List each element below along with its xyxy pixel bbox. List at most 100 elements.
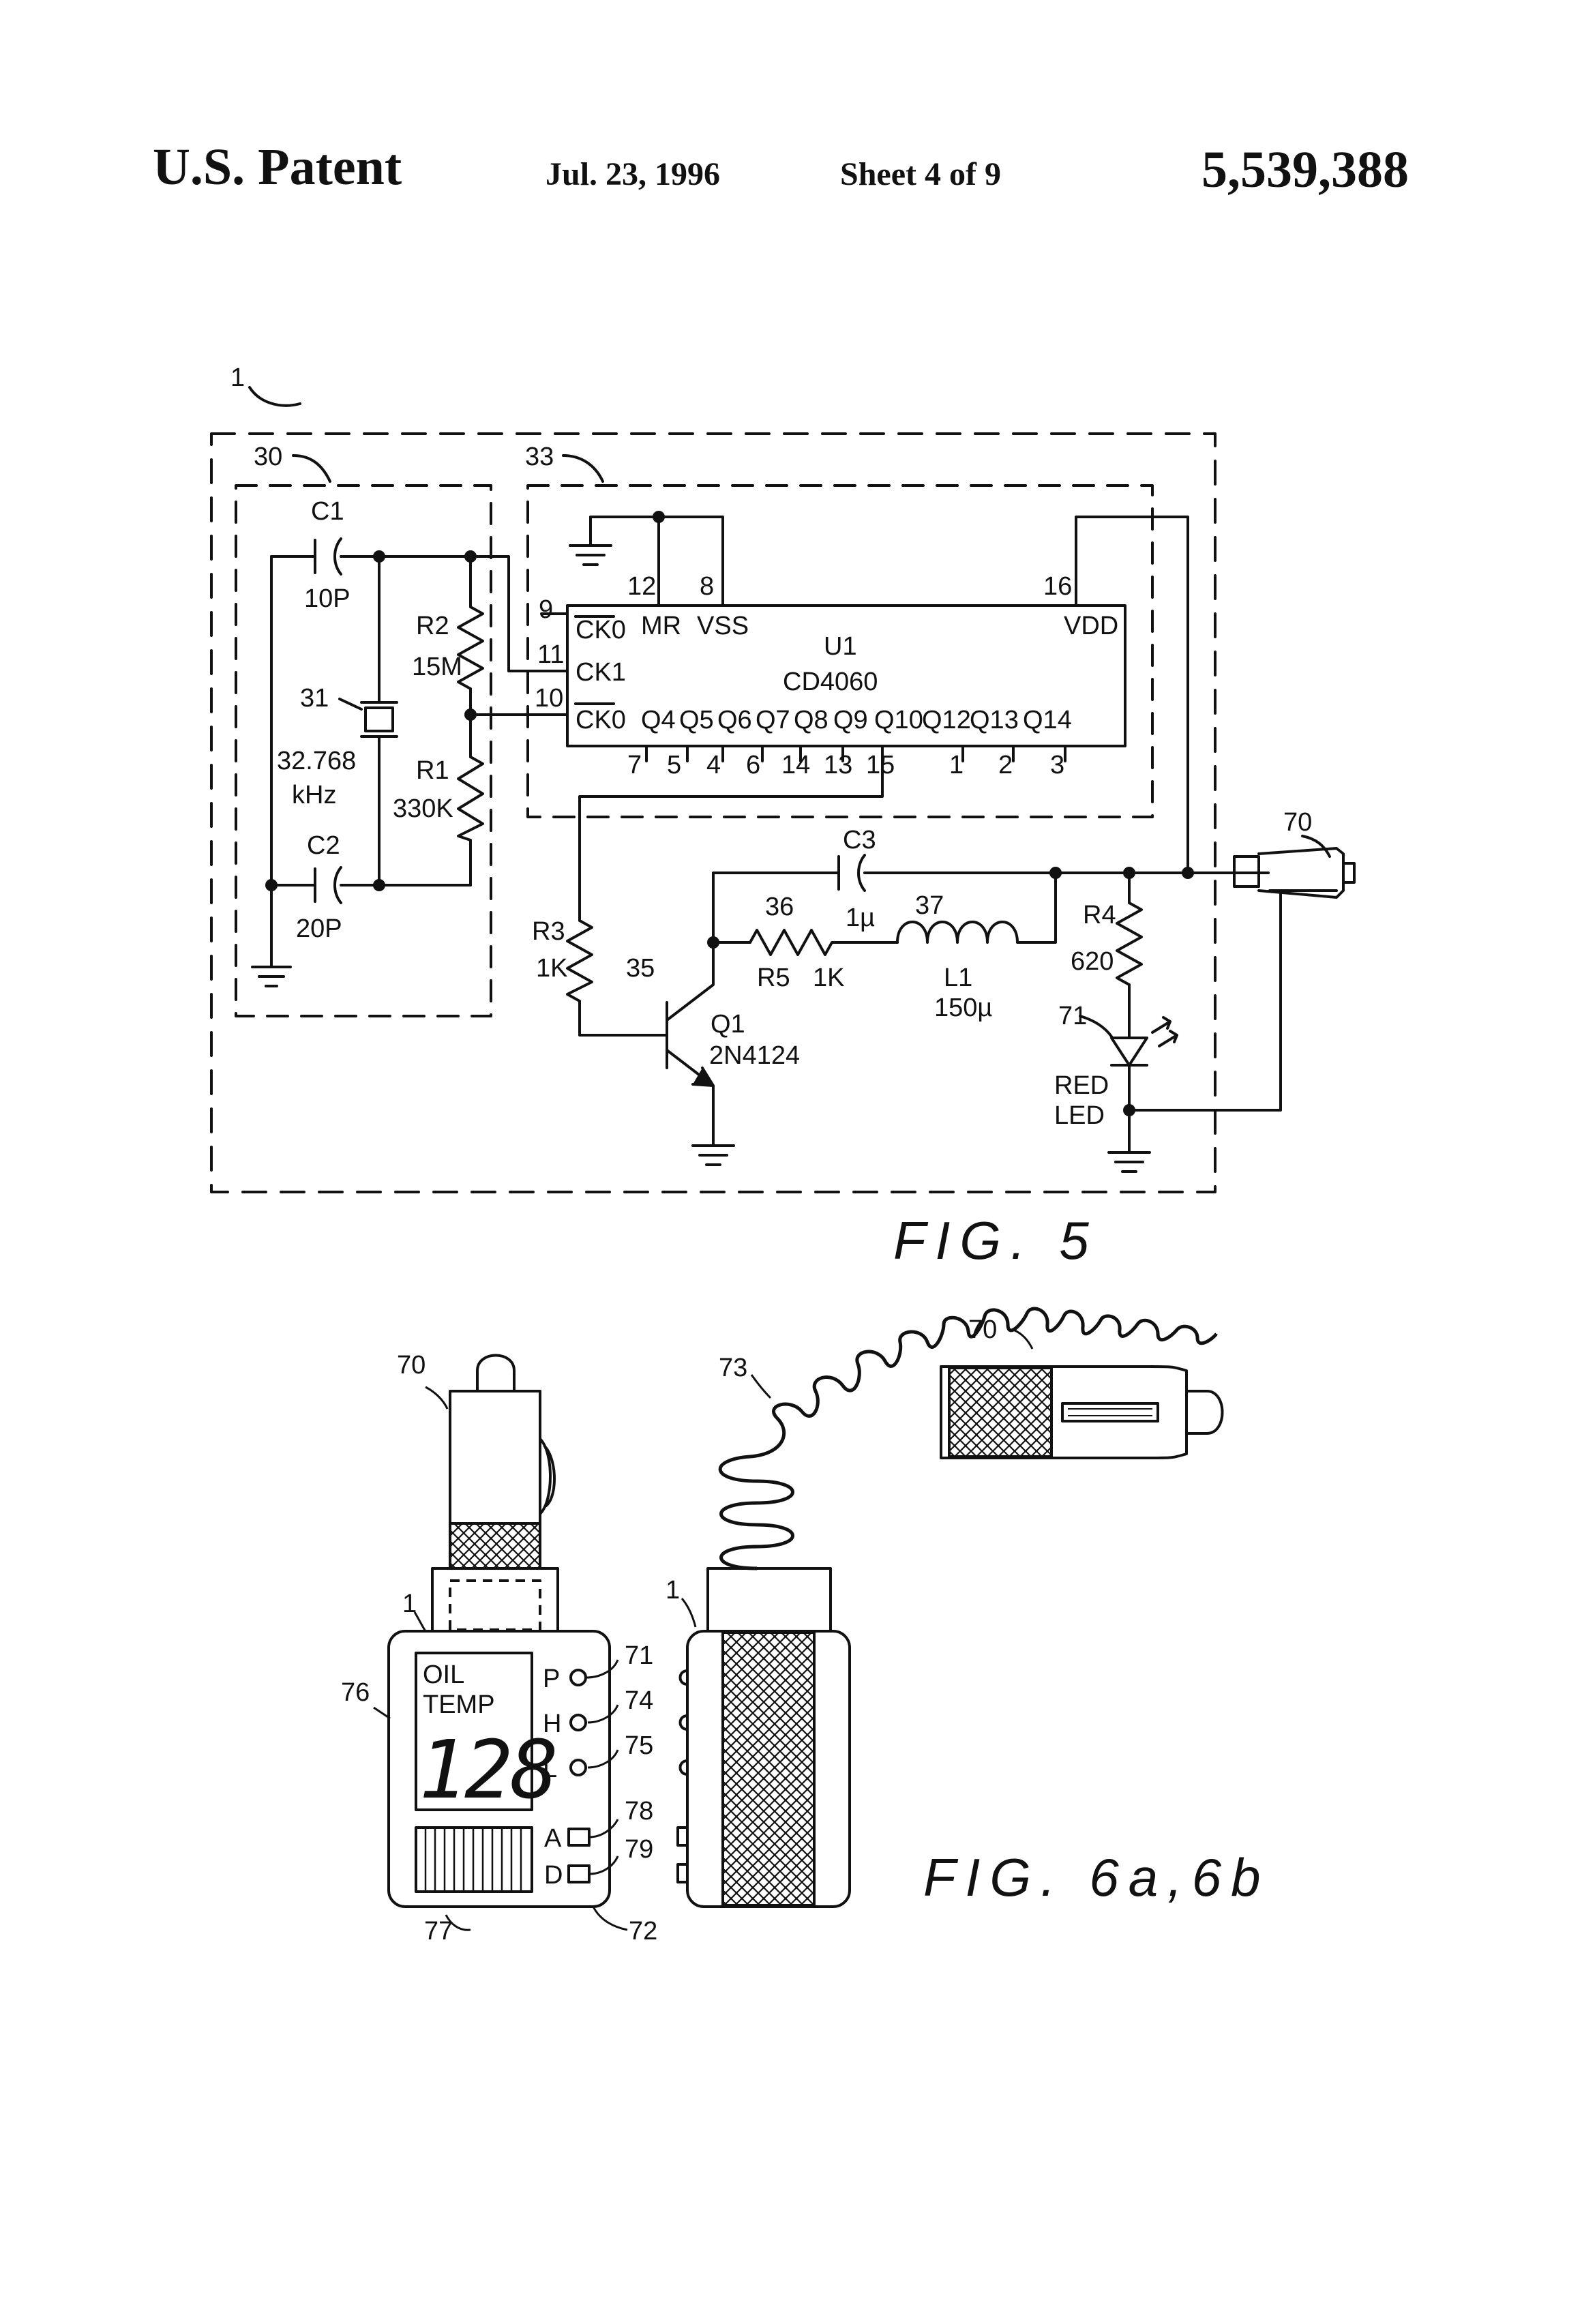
fig6a-device [373, 1354, 628, 1931]
ic-output-label: Q5 [679, 706, 714, 734]
button-d[interactable] [567, 1864, 591, 1883]
leaders-6a [373, 1386, 628, 1931]
ic-label-vss: VSS [697, 612, 749, 640]
plug-collar-6b [706, 1567, 832, 1633]
leader-crystal [338, 698, 363, 711]
crystal-unit: kHz [292, 781, 336, 809]
c2-plate-right [333, 866, 342, 904]
lcd-display-76 [415, 1652, 533, 1811]
ic-label-mr: MR [641, 612, 681, 640]
side-leds-6b [678, 1669, 688, 1776]
led-label-red: RED [1054, 1071, 1109, 1100]
device-enclosure [210, 432, 1217, 1193]
sheet-number: Sheet 4 of 9 [840, 156, 1001, 192]
ref-led-p: 71 [625, 1641, 653, 1670]
patent-number: 5,539,388 [1202, 141, 1409, 198]
ref-inductor-37: 37 [915, 891, 944, 920]
ic-label-ck0-bottom: CK0 [576, 706, 626, 734]
housing-6a [387, 1630, 611, 1908]
ground-ic [569, 544, 612, 566]
c1-value: 10P [304, 584, 350, 613]
leaders-6b [681, 1328, 1034, 1628]
led-label-led: LED [1054, 1101, 1105, 1130]
ref-display: 76 [341, 1678, 370, 1707]
r5-name: R5 [757, 964, 790, 992]
leader-oscillator [292, 454, 331, 483]
ground-osc [251, 966, 292, 987]
ic-bottom-pin-number: 1 [949, 751, 964, 779]
ref-transistor: 35 [626, 954, 655, 983]
ref-led-l: 75 [625, 1731, 653, 1760]
side-button-a[interactable] [676, 1826, 689, 1847]
ref-oscillator: 30 [254, 443, 282, 471]
l1-name: L1 [944, 964, 972, 992]
c3-plate-right [857, 854, 866, 892]
ic-pin-ck0-in: 9 [539, 595, 553, 624]
plug-band-6a [449, 1522, 541, 1570]
divider-enclosure [526, 484, 1154, 818]
ic-part: CD4060 [783, 668, 878, 696]
fig5-caption: FIG. 5 [893, 1210, 1099, 1270]
ref-crystal: 31 [300, 684, 329, 713]
ref-plug-6a: 70 [397, 1351, 426, 1380]
button-a-label: A [544, 1824, 562, 1853]
led-h-indicator [569, 1714, 587, 1731]
c3-value: 1µ [846, 904, 875, 932]
ref-housing: 72 [629, 1917, 657, 1946]
ic-bottom-pin-number: 6 [746, 751, 760, 779]
ic-u1-body [566, 604, 1126, 747]
side-button-d[interactable] [676, 1863, 689, 1883]
leader-plug [1301, 835, 1331, 858]
wire-ck1 [469, 555, 569, 672]
wire-r3-base [578, 1000, 668, 1037]
patent-title: U.S. Patent [153, 138, 402, 196]
ic-pin-vdd: 16 [1043, 572, 1072, 601]
transistor-q1 [666, 941, 715, 1147]
ic-output-label: Q10 [874, 706, 923, 734]
ic-bottom-pin-number: 7 [627, 751, 642, 779]
r5-value: 1K [813, 964, 844, 992]
ref-device-6a: 1 [402, 1590, 417, 1618]
ic-bottom-pin-number: 13 [824, 751, 852, 779]
c2-name: C2 [307, 831, 340, 860]
ref-button-d: 79 [625, 1835, 653, 1864]
ic-bottom-pin-number: 2 [998, 751, 1013, 779]
ref-resistor-36: 36 [765, 893, 794, 921]
led-p-indicator [569, 1669, 587, 1686]
leader-divider [562, 454, 604, 483]
indicator-h: H [543, 1710, 561, 1738]
ic-ground-wire [589, 516, 724, 607]
ground-led [1107, 1151, 1151, 1173]
r1-name: R1 [416, 756, 449, 785]
ic-pin-ck0-out: 10 [535, 684, 563, 713]
ic-pin-mr: 12 [627, 572, 656, 601]
r2-value: 15M [412, 653, 462, 681]
fig6a-labels: 70 1 76 OIL TEMP 128 P H L A D 77 71 74 … [341, 1351, 657, 1946]
q1-part: 2N4124 [709, 1041, 800, 1070]
ref-cord: 73 [719, 1354, 747, 1382]
patent-date: Jul. 23, 1996 [546, 156, 721, 192]
fig5-labels: 1 30 33 C1 10P 31 32.768 kHz C2 20P R2 1… [230, 363, 1312, 1270]
r4-value: 620 [1071, 947, 1114, 976]
ic-output-label: Q8 [794, 706, 829, 734]
ic-bottom-pin-number: 5 [667, 751, 681, 779]
ic-label-vdd: VDD [1064, 612, 1118, 640]
ic-label-ck1: CK1 [576, 658, 626, 687]
r2-name: R2 [416, 612, 449, 640]
r3-value: 1K [536, 954, 567, 983]
button-a[interactable] [567, 1828, 591, 1847]
button-d-label: D [544, 1861, 563, 1890]
plug-slot-inner [1068, 1408, 1152, 1416]
ic-bottom-pin-number: 15 [866, 751, 895, 779]
ic-pin-vss: 8 [700, 572, 714, 601]
crystal-freq: 32.768 [277, 747, 356, 775]
wire-q9 [578, 745, 884, 922]
resistor-r2 [457, 606, 484, 690]
r3-name: R3 [532, 917, 565, 946]
crystal-plates [360, 701, 398, 738]
plug-collar-inner-6a [449, 1579, 541, 1631]
